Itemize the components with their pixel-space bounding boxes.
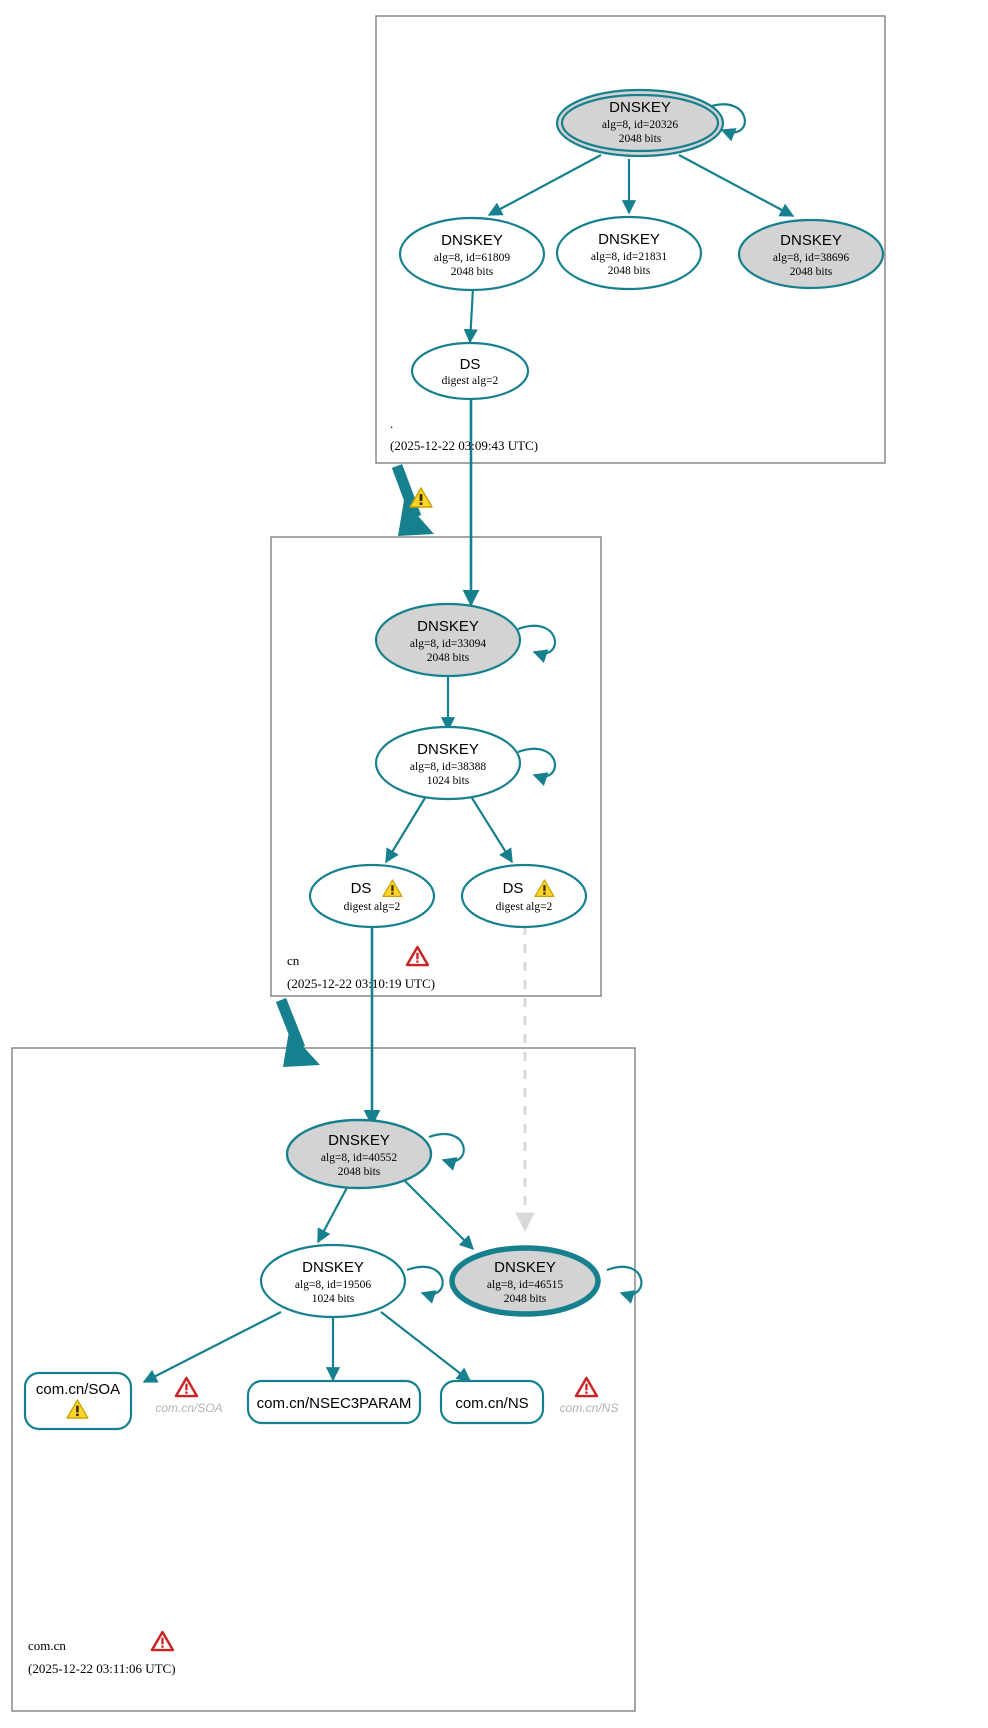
node-title: DNSKEY [441,232,503,249]
node-line3: 2048 bits [338,1166,381,1178]
edge-38388-to-ds-left [385,797,426,864]
node-line2: digest alg=2 [344,901,401,913]
node-dnskey-38696[interactable]: DNSKEY alg=8, id=38696 2048 bits [737,218,885,290]
node-ds-root[interactable]: DS digest alg=2 [410,341,530,401]
zone-box-cn [270,536,602,997]
edge-20326-to-38696 [678,154,795,217]
node-dnskey-21831[interactable]: DNSKEY alg=8, id=21831 2048 bits [555,215,703,291]
node-line2: alg=8, id=61809 [434,252,510,264]
node-line3: 1024 bits [312,1293,355,1305]
node-dnskey-38388[interactable]: DNSKEY alg=8, id=38388 1024 bits [374,725,522,801]
node-line3: 2048 bits [451,266,494,278]
node-line2: alg=8, id=38388 [410,761,486,773]
zone-label-root: . [390,416,393,431]
error-icon-cn [405,945,430,967]
node-line2: alg=8, id=40552 [321,1152,397,1164]
edge-group-root [463,103,795,344]
node-title: DNSKEY [417,741,479,758]
node-title: DS [460,356,481,373]
edge-19506-to-ns [380,1311,472,1382]
node-line2: alg=8, id=20326 [602,119,678,131]
zone-timestamp-comcn: (2025-12-22 03:11:06 UTC) [28,1661,176,1676]
node-title: DNSKEY [494,1259,556,1276]
edge-selfsign-40552 [428,1133,465,1171]
zone-box-comcn [11,1047,636,1712]
node-ds-cn-right[interactable]: DS digest alg=2 [460,863,588,929]
node-title: DS [503,880,524,897]
node-line2: alg=8, id=46515 [487,1279,563,1291]
node-dnskey-19506[interactable]: DNSKEY alg=8, id=19506 1024 bits [259,1243,407,1319]
node-ds-cn-left[interactable]: DS digest alg=2 [308,863,436,929]
node-line3: 2048 bits [608,265,651,277]
zone-timestamp-cn: (2025-12-22 03:10:19 UTC) [287,976,435,991]
edge-20326-to-61809 [487,154,602,216]
node-title: DNSKEY [302,1259,364,1276]
node-line2: alg=8, id=33094 [410,638,486,650]
node-title: DNSKEY [328,1132,390,1149]
node-line2: alg=8, id=38696 [773,252,849,264]
error-label-ns: com.cn/NS [560,1401,619,1415]
node-title: DNSKEY [598,231,660,248]
node-title: DNSKEY [609,99,671,116]
edge-61809-to-ds [463,287,478,344]
delegation-arrow-root-to-cn [391,464,434,536]
node-dnskey-40552[interactable]: DNSKEY alg=8, id=40552 2048 bits [285,1118,433,1190]
edge-40552-to-46515 [403,1179,475,1251]
error-icon-ns [574,1376,599,1398]
node-line3: 2048 bits [427,652,470,664]
zone-timestamp-root: (2025-12-22 03:09:43 UTC) [390,438,538,453]
edge-selfsign-19506 [406,1265,444,1304]
edge-40552-to-19506 [317,1181,351,1244]
error-icon-comcn [150,1630,175,1652]
edge-selfsign-33094 [517,624,557,663]
edge-19506-to-soa [142,1311,282,1383]
error-label-soa: com.cn/SOA [155,1401,222,1415]
node-line3: 1024 bits [427,775,470,787]
edge-selfsign-46515 [606,1265,643,1304]
node-title: DS [351,880,372,897]
node-dnskey-46515[interactable]: DNSKEY alg=8, id=46515 2048 bits [449,1245,601,1317]
node-rrset-soa[interactable]: com.cn/SOA [23,1371,133,1431]
rrset-label: com.cn/SOA [36,1381,120,1398]
node-line2: alg=8, id=21831 [591,251,667,263]
node-line2: alg=8, id=19506 [295,1279,371,1291]
node-line3: 2048 bits [504,1293,547,1305]
node-title: DNSKEY [780,232,842,249]
node-dnskey-33094[interactable]: DNSKEY alg=8, id=33094 2048 bits [374,602,522,678]
node-dnskey-20326[interactable]: DNSKEY alg=8, id=20326 2048 bits [555,88,725,158]
edge-group-comcn [142,1133,643,1383]
error-icon-soa [174,1376,199,1398]
zone-label-cn: cn [287,953,300,968]
node-title: DNSKEY [417,618,479,635]
node-line3: 2048 bits [619,133,662,145]
zone-box-root [375,15,886,464]
edge-group-cn [385,624,557,864]
rrset-label: com.cn/NS [455,1395,528,1412]
delegation-arrow-cn-to-comcn [275,997,320,1067]
edge-38388-to-ds-right [471,797,513,864]
edge-selfsign-38388 [517,747,557,786]
node-line3: 2048 bits [790,266,833,278]
rrset-label: com.cn/NSEC3PARAM [257,1395,412,1412]
node-line2: digest alg=2 [442,375,499,387]
zone-label-comcn: com.cn [28,1638,66,1653]
node-rrset-nsec3param[interactable]: com.cn/NSEC3PARAM [246,1379,422,1425]
node-line2: digest alg=2 [496,901,553,913]
node-rrset-ns[interactable]: com.cn/NS [439,1379,545,1425]
node-dnskey-61809[interactable]: DNSKEY alg=8, id=61809 2048 bits [398,216,546,292]
edge-selfsign-20326 [705,103,746,142]
